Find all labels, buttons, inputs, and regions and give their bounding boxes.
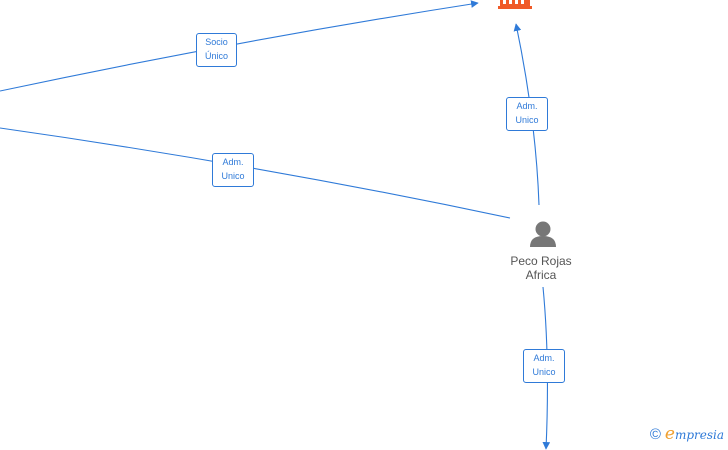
person-name-line1: Peco Rojas <box>510 254 572 268</box>
edge-label-line1: Adm. <box>222 157 244 167</box>
edge-label-line1: Socio <box>205 37 228 47</box>
brand-rest: mpresia <box>674 428 724 442</box>
brand-initial: e <box>664 424 675 444</box>
edge-label-adm-unico-bottom[interactable]: Adm. Unico <box>523 349 565 383</box>
edge-label-socio-unico[interactable]: Socio Único <box>196 33 237 67</box>
edge-label-line2: Unico <box>515 115 539 125</box>
brand-logo: empresia <box>665 424 724 444</box>
edge-label-line1: Adm. <box>533 353 555 363</box>
edge-label-line2: Unico <box>532 367 556 377</box>
person-name-line2: Africa <box>525 268 557 282</box>
edge-adm-unico-left <box>0 127 511 219</box>
edge-label-line2: Unico <box>221 171 245 181</box>
edge-label-adm-unico-left[interactable]: Adm. Unico <box>212 153 254 187</box>
building-icon[interactable] <box>498 0 532 9</box>
copyright-icon: © <box>649 425 661 443</box>
edge-label-line1: Adm. <box>516 101 538 111</box>
edge-label-line2: Único <box>204 51 228 61</box>
edge-label-adm-unico-top[interactable]: Adm. Unico <box>506 97 548 131</box>
person-name[interactable]: Peco Rojas Africa <box>496 254 586 282</box>
edge-socio-unico <box>0 0 479 92</box>
person-icon[interactable] <box>530 221 556 248</box>
brand-watermark: © empresia <box>650 424 724 444</box>
